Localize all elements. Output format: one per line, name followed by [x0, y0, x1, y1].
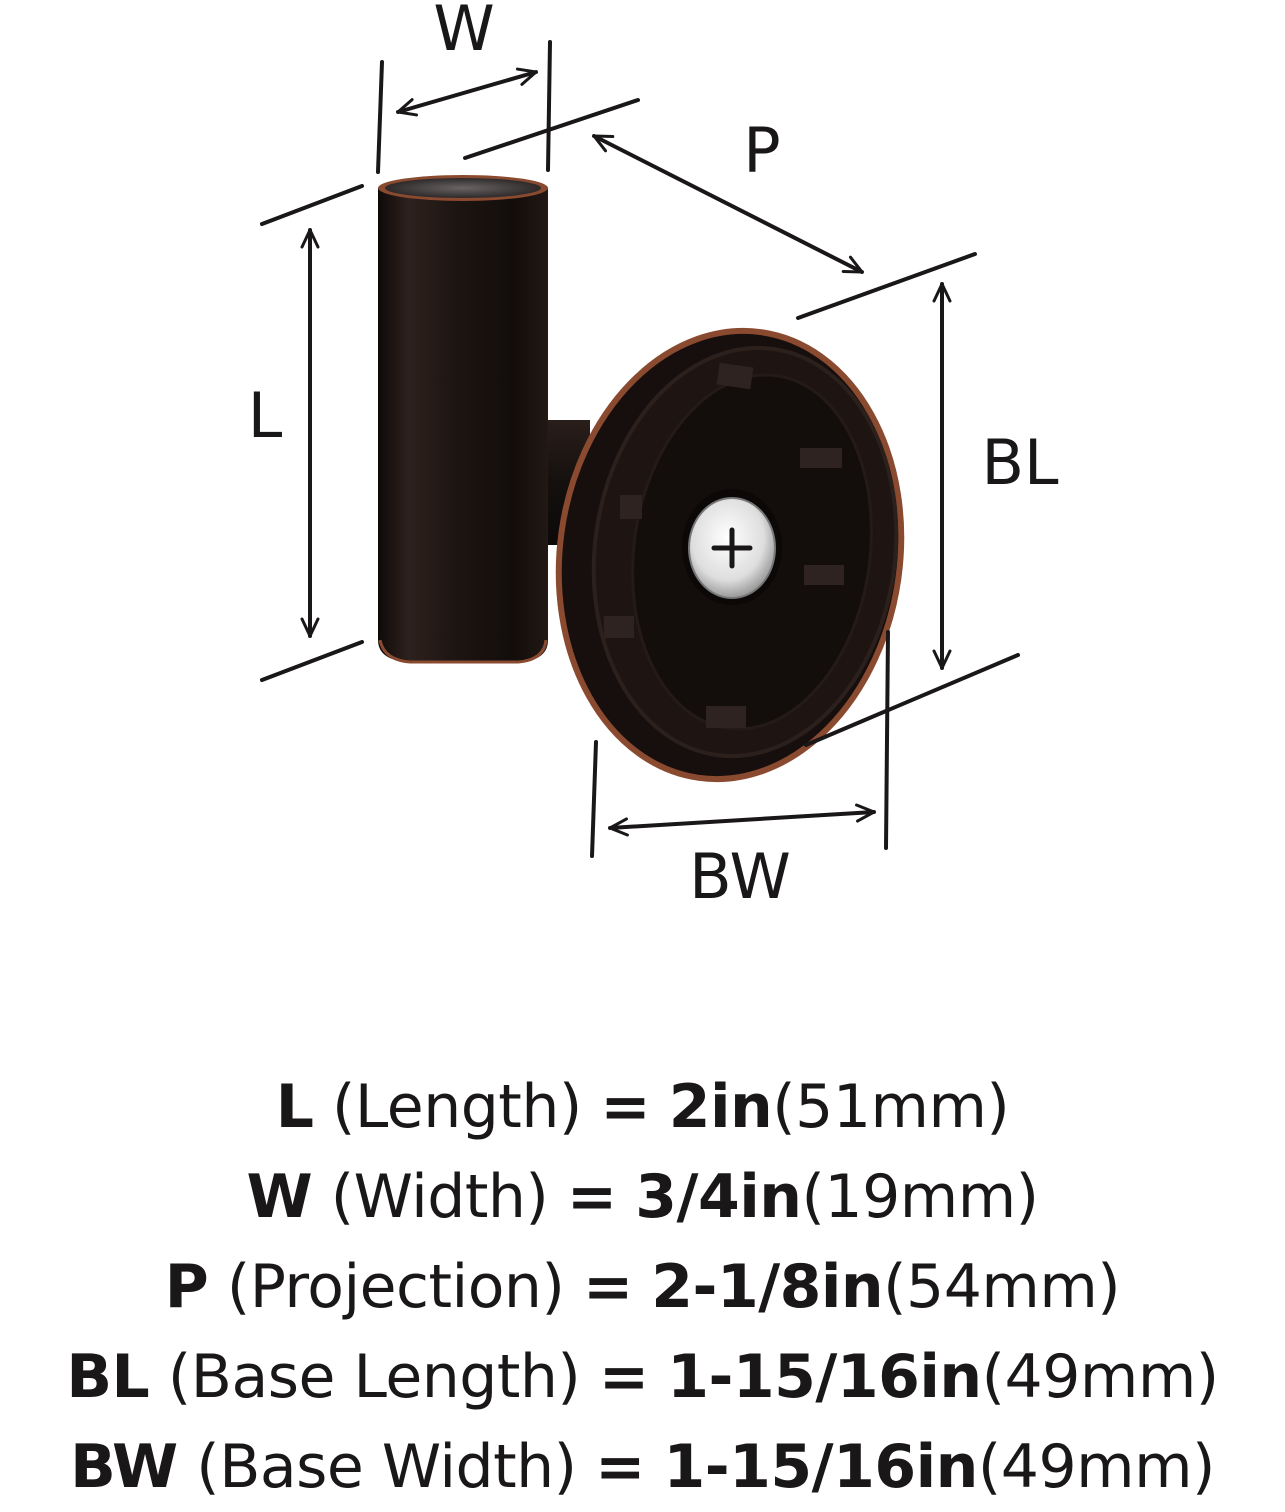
- screw-cross-icon: [711, 527, 753, 569]
- spec-line-length: L (Length) = 2in(51mm): [0, 1062, 1285, 1152]
- p-extension-top: [463, 98, 640, 160]
- p-extension-base: [796, 252, 977, 320]
- spec-imperial: 1-15/16in: [663, 1432, 979, 1502]
- p-arrow: [592, 134, 864, 274]
- spec-imperial: 3/4in: [635, 1162, 802, 1232]
- spec-list: L (Length) = 2in(51mm) W (Width) = 3/4in…: [0, 1062, 1285, 1512]
- spec-imperial: 1-15/16in: [667, 1342, 982, 1412]
- spec-line-width: W (Width) = 3/4in(19mm): [0, 1152, 1285, 1242]
- spec-metric: (19mm): [801, 1162, 1039, 1232]
- hook-base: [555, 327, 905, 783]
- base-tab: [800, 448, 842, 468]
- spec-name: (Base Width): [196, 1432, 577, 1502]
- spec-equals: =: [600, 1072, 651, 1142]
- spec-imperial: 2in: [668, 1072, 773, 1142]
- base-tab: [804, 565, 844, 585]
- dimension-lines: [260, 40, 1020, 858]
- w-arrow: [396, 72, 538, 112]
- spec-key: P: [164, 1252, 209, 1322]
- spec-metric: (51mm): [772, 1072, 1010, 1142]
- base-tab: [604, 616, 634, 638]
- label-bw: BW: [689, 840, 791, 913]
- bl-extension-bottom: [804, 653, 1020, 747]
- bw-extension-right: [884, 630, 890, 850]
- label-p: P: [743, 114, 780, 187]
- hook-post-edge: [378, 639, 548, 664]
- base-tab: [716, 362, 754, 390]
- spec-metric: (49mm): [977, 1432, 1216, 1502]
- spec-metric: (49mm): [981, 1342, 1220, 1412]
- spec-line-projection: P (Projection) = 2-1/8in(54mm): [0, 1242, 1285, 1332]
- l-extension-bottom: [260, 640, 364, 682]
- spec-line-base-length: BL (Base Length) = 1-15/16in(49mm): [0, 1332, 1285, 1422]
- hook-post-top: [385, 178, 541, 198]
- spec-name: (Base Length): [167, 1342, 581, 1412]
- bw-extension-left: [590, 740, 598, 858]
- spec-equals: =: [595, 1432, 645, 1502]
- w-extension-left: [376, 60, 384, 174]
- spec-name: (Projection): [226, 1252, 565, 1322]
- spec-equals: =: [582, 1252, 633, 1322]
- label-l: L: [248, 379, 283, 452]
- bw-arrow: [608, 812, 876, 828]
- spec-name: (Width): [330, 1162, 549, 1232]
- product-hook: [378, 175, 905, 783]
- hook-post: [378, 188, 548, 662]
- spec-key: BW: [70, 1432, 178, 1502]
- spec-metric: (54mm): [883, 1252, 1121, 1322]
- spec-imperial: 2-1/8in: [651, 1252, 884, 1322]
- spec-equals: =: [598, 1342, 649, 1412]
- label-bl: BL: [981, 426, 1059, 499]
- spec-key: BL: [66, 1342, 150, 1412]
- spec-line-base-width: BW (Base Width) = 1-15/16in(49mm): [0, 1422, 1285, 1512]
- base-tab: [706, 706, 746, 728]
- spec-name: (Length): [332, 1072, 582, 1142]
- spec-equals: =: [566, 1162, 617, 1232]
- spec-key: W: [246, 1162, 313, 1232]
- l-extension-top: [260, 184, 364, 226]
- w-extension-right: [546, 40, 552, 172]
- label-w: W: [433, 0, 494, 65]
- spec-key: L: [275, 1072, 314, 1142]
- base-tab: [620, 495, 642, 519]
